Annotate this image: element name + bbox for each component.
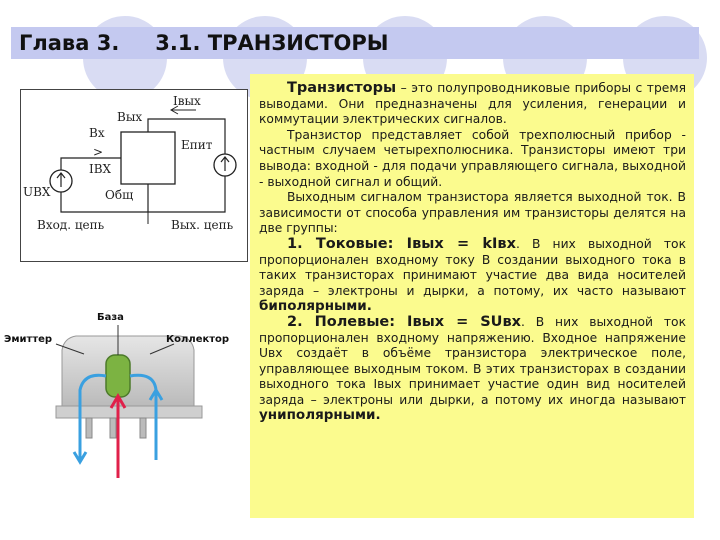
transistor-circuit-diagram: Вых Iвых Вх > IВХ Eпит UВХ Общ Вход. цеп… (20, 89, 248, 262)
label-emitter: Эмиттер (4, 334, 53, 345)
term-unipolar: униполярными. (259, 407, 381, 424)
slide-title-bar: Глава 3. 3.1. ТРАНЗИСТОРЫ (11, 27, 699, 59)
definition-text: – это полупроводниковые приборы с тремя … (259, 81, 686, 127)
label-vyh-cep: Вых. цепь (171, 218, 234, 232)
section-title: 3.1. ТРАНЗИСТОРЫ (155, 31, 389, 55)
label-vyh: Вых (117, 110, 143, 124)
term-bipolar: биполярными. (259, 298, 372, 315)
paragraph-field-type: 2. Полевые: Iвых = SUвх. В них выходной … (259, 313, 686, 424)
field-type-text: . В них выходной ток пропорционален вход… (259, 314, 686, 407)
transistor-illustration: База Эмиттер Коллектор (4, 310, 244, 500)
paragraph-three-terminal: Транзистор представляет собой трехполюсн… (259, 127, 686, 189)
label-ivh: IВХ (89, 162, 112, 176)
transistor-device-drawing (55, 325, 203, 478)
label-baza: База (97, 312, 124, 323)
paragraph-definition: Транзисторы – это полупроводниковые приб… (259, 80, 686, 128)
label-kollektor: Коллектор (166, 334, 230, 345)
label-uvh: UВХ (23, 185, 51, 199)
current-type-text: . В них выходной ток пропорционален вход… (259, 236, 686, 298)
label-ivyh: Iвых (173, 94, 201, 108)
paragraph-groups: Выходным сигналом транзистора является в… (259, 190, 686, 236)
label-epit: Eпит (181, 138, 213, 152)
current-type-heading: 1. Токовые: Iвых = kIвх (287, 235, 516, 252)
circuit-schematic (49, 105, 237, 224)
label-vh: Вх (89, 126, 105, 140)
field-type-heading: 2. Полевые: Iвых = SUвх (287, 313, 521, 330)
paragraph-current-type: 1. Токовые: Iвых = kIвх. В них выходной … (259, 235, 686, 315)
term-transistors: Транзисторы (287, 80, 397, 96)
label-vhod-cep: Вход. цепь (37, 218, 105, 232)
transistor-description-panel: Транзисторы – это полупроводниковые приб… (250, 74, 694, 518)
label-gt: > (93, 145, 104, 159)
chapter-title: Глава 3. (19, 31, 120, 55)
label-obsh: Общ (105, 188, 134, 202)
